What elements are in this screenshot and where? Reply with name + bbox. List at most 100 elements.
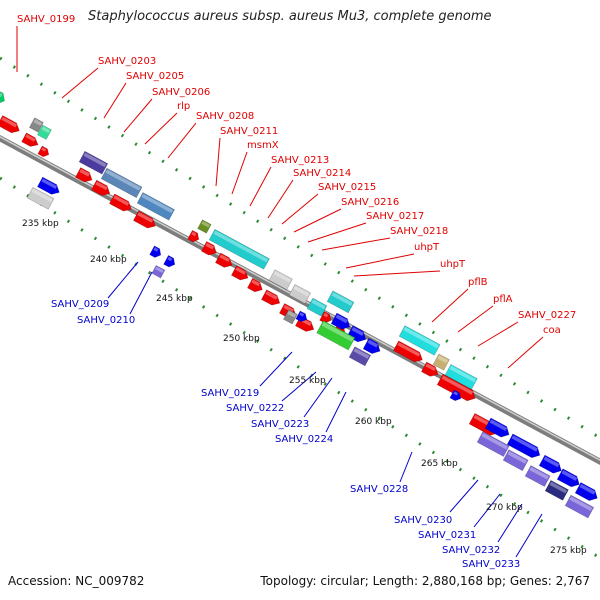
gene-label-sahv-0222[interactable]: SAHV_0222 [226, 403, 284, 414]
feature-sahv-0224[interactable] [348, 346, 372, 367]
gene-label-sahv-0210[interactable]: SAHV_0210 [77, 315, 135, 326]
gene-label-sahv-0213[interactable]: SAHV_0213 [271, 155, 329, 166]
gene-label-sahv-0205[interactable]: SAHV_0205 [126, 71, 184, 82]
feature-blue-11[interactable] [538, 454, 564, 476]
feature-red-12[interactable] [246, 277, 265, 294]
feature-sahv-0233[interactable] [564, 494, 595, 519]
feature-sahv-0210[interactable] [151, 264, 166, 279]
feature-red-5[interactable] [90, 179, 112, 198]
gene-label-sahv-0216[interactable]: SAHV_0216 [341, 197, 399, 208]
feature-blue-7[interactable] [362, 337, 383, 356]
feature-sahv-0231[interactable] [524, 465, 551, 487]
feature-sahv-0199[interactable] [0, 89, 7, 106]
gene-label-sahv-0217[interactable]: SAHV_0217 [366, 211, 424, 222]
feature-sahv-0219[interactable] [282, 309, 298, 325]
feature-sahv-0205[interactable] [100, 167, 143, 199]
gene-label-msmx[interactable]: msmX [247, 140, 279, 151]
gene-label-sahv-0206[interactable]: SAHV_0206 [152, 87, 210, 98]
feature-grey-1[interactable] [28, 117, 44, 133]
feature-red-9[interactable] [200, 241, 219, 257]
leader-line [103, 82, 127, 119]
gene-label-uhpt-1[interactable]: uhpT [414, 242, 440, 253]
gene-label-sahv-0219[interactable]: SAHV_0219 [201, 388, 259, 399]
scale-label-270kbp: 270 kbp [486, 503, 523, 513]
gene-label-sahv-0209[interactable]: SAHV_0209 [51, 299, 109, 310]
feature-coa[interactable] [444, 364, 478, 390]
gene-label-sahv-0232[interactable]: SAHV_0232 [442, 545, 500, 556]
gene-label-pflb[interactable]: pflB [468, 277, 488, 288]
gene-label-pfla[interactable]: pflA [493, 294, 513, 305]
feature-sahv-0216[interactable] [306, 297, 328, 317]
feature-sahv-0232[interactable] [544, 479, 569, 501]
gene-label-sahv-0223[interactable]: SAHV_0223 [251, 419, 309, 430]
feature-blue-2[interactable] [149, 245, 164, 260]
feature-red-20[interactable] [436, 373, 478, 404]
feature-sahv-0211[interactable] [208, 228, 270, 270]
feature-grey-2[interactable] [26, 186, 55, 210]
scale-label-235kbp: 235 kbp [22, 219, 59, 229]
feature-sahv-0230[interactable] [502, 449, 529, 472]
leader-line [473, 493, 501, 528]
feature-red-19[interactable] [420, 361, 440, 379]
feature-blue-1[interactable] [36, 176, 62, 197]
feature-green-2[interactable] [36, 124, 52, 140]
feature-sahv-0218[interactable] [326, 290, 355, 314]
feature-red-6[interactable] [108, 193, 134, 214]
feature-sahv-0228[interactable] [476, 431, 510, 457]
feature-sahv-0222[interactable] [316, 320, 356, 351]
feature-rlp[interactable] [136, 192, 175, 221]
leader-line [107, 261, 139, 299]
gene-label-sahv-0233[interactable]: SAHV_0233 [462, 559, 520, 570]
feature-sahv-0208[interactable] [197, 219, 212, 234]
feature-sahv-0214[interactable] [288, 284, 312, 304]
gene-label-sahv-0208[interactable]: SAHV_0208 [196, 111, 254, 122]
accession-text: Accession: NC_009782 [8, 574, 145, 588]
feature-red-2[interactable] [21, 132, 41, 149]
feature-blue-8[interactable] [449, 389, 463, 403]
feature-red-4[interactable] [74, 167, 94, 185]
feature-pfla[interactable] [432, 353, 450, 371]
feature-pflb[interactable] [398, 325, 441, 356]
feature-red-7[interactable] [132, 210, 158, 231]
gene-label-sahv-0203[interactable]: SAHV_0203 [98, 56, 156, 67]
leader-line [293, 208, 342, 233]
gene-label-sahv-0230[interactable]: SAHV_0230 [394, 515, 452, 526]
leader-line [231, 151, 248, 195]
leader-line [215, 137, 221, 187]
feature-blue-4[interactable] [295, 310, 309, 324]
gene-label-sahv-0224[interactable]: SAHV_0224 [275, 434, 333, 445]
feature-red-3[interactable] [37, 145, 51, 159]
gene-label-sahv-0199[interactable]: SAHV_0199 [17, 14, 75, 25]
feature-sahv-0203[interactable] [78, 150, 109, 175]
gene-label-sahv-0227[interactable]: SAHV_0227 [518, 310, 576, 321]
gene-label-sahv-0218[interactable]: SAHV_0218 [390, 226, 448, 237]
leader-line [259, 351, 293, 387]
gene-label-sahv-0211[interactable]: SAHV_0211 [220, 126, 278, 137]
feature-red-11[interactable] [230, 265, 250, 283]
gene-label-rlp[interactable]: rlp [177, 101, 190, 112]
feature-red-16[interactable] [319, 311, 334, 325]
gene-label-sahv-0228[interactable]: SAHV_0228 [350, 484, 408, 495]
feature-blue-3[interactable] [163, 255, 178, 269]
feature-sahv-0213[interactable] [268, 269, 293, 291]
gene-label-coa[interactable]: coa [543, 325, 561, 336]
feature-red-10[interactable] [214, 252, 234, 270]
feature-red-13[interactable] [260, 289, 282, 308]
feature-blue-12[interactable] [556, 468, 582, 490]
leader-line [61, 67, 99, 99]
feature-red-8[interactable] [187, 229, 202, 244]
genome-summary-text: Topology: circular; Length: 2,880,168 bp… [260, 574, 590, 588]
gene-label-sahv-0231[interactable]: SAHV_0231 [418, 530, 476, 541]
feature-blue-10[interactable] [506, 433, 543, 461]
leader-line [399, 451, 413, 483]
gene-label-uhpt-2[interactable]: uhpT [440, 259, 466, 270]
feature-blue-13[interactable] [574, 482, 600, 503]
feature-red-1[interactable] [0, 115, 22, 136]
feature-blue-9[interactable] [484, 417, 512, 440]
gene-label-sahv-0215[interactable]: SAHV_0215 [318, 182, 376, 193]
leader-line [431, 288, 469, 323]
gene-label-sahv-0214[interactable]: SAHV_0214 [293, 168, 351, 179]
leader-line [123, 98, 153, 133]
feature-blue-5[interactable] [330, 312, 353, 332]
feature-red-18[interactable] [392, 340, 425, 365]
